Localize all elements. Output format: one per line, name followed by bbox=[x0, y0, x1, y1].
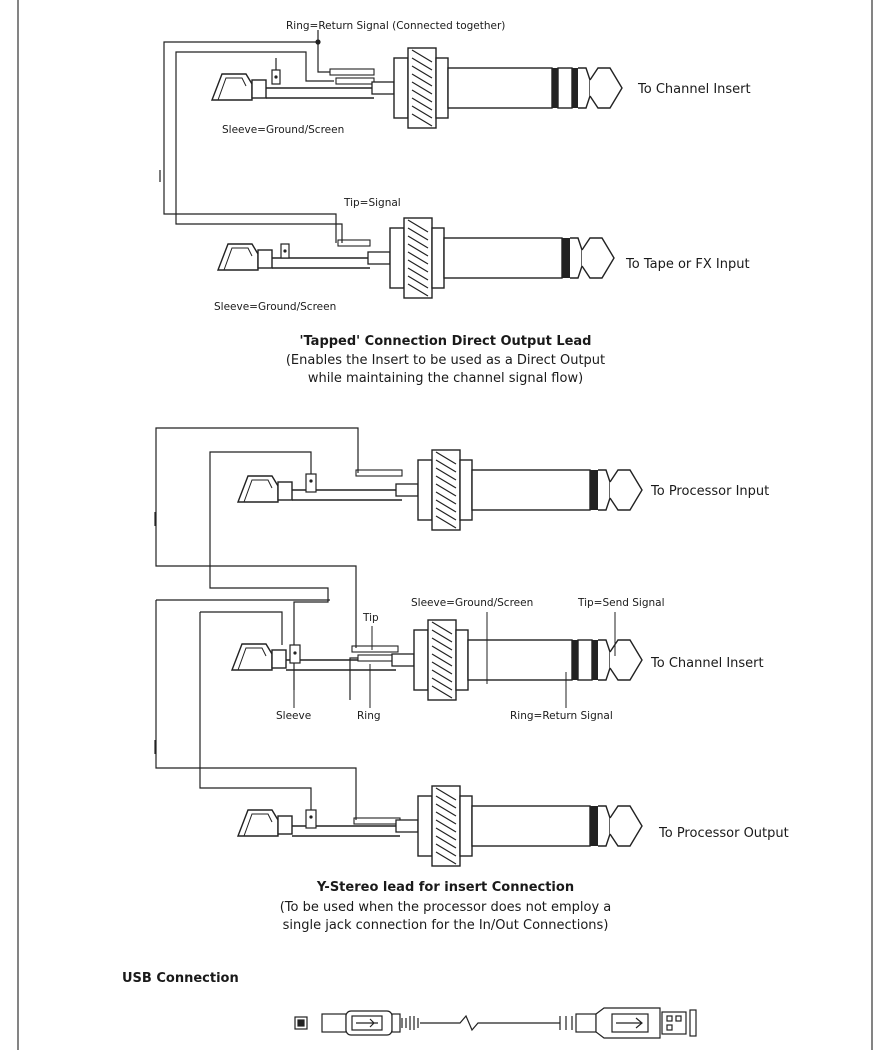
dest-channel-insert-2: To Channel Insert bbox=[651, 656, 764, 671]
usb-cable-illustration bbox=[294, 1007, 697, 1039]
diagram2-caption-line2: single jack connection for the In/Out Co… bbox=[282, 918, 609, 933]
ring-return-label: Ring=Return Signal (Connected together) bbox=[286, 20, 506, 32]
sleeve-ground-label-3: Sleeve=Ground/Screen bbox=[411, 597, 534, 609]
diagram1-caption-line2: while maintaining the channel signal flo… bbox=[307, 371, 584, 386]
diagram2-plug2 bbox=[231, 619, 643, 701]
tip-label: Tip bbox=[363, 612, 379, 624]
diagram2-leaders bbox=[293, 612, 616, 708]
tip-signal-label: Tip=Signal bbox=[344, 197, 401, 209]
ring-return-label-2: Ring=Return Signal bbox=[510, 710, 613, 722]
diagram1-caption-title: 'Tapped' Connection Direct Output Lead bbox=[299, 334, 592, 349]
tip-send-label: Tip=Send Signal bbox=[578, 597, 665, 609]
sleeve-ground-label-2: Sleeve=Ground/Screen bbox=[214, 301, 337, 313]
diagram1-plug2 bbox=[217, 217, 615, 299]
dest-channel-insert-1: To Channel Insert bbox=[638, 82, 751, 97]
diagram2-wires bbox=[154, 427, 359, 820]
diagram2-caption-line1: (To be used when the processor does not … bbox=[279, 900, 612, 915]
diagram2-caption-title: Y-Stereo lead for insert Connection bbox=[316, 880, 575, 895]
dest-processor-output: To Processor Output bbox=[659, 826, 789, 841]
sleeve-ground-label: Sleeve=Ground/Screen bbox=[222, 124, 345, 136]
dest-processor-input: To Processor Input bbox=[651, 484, 770, 499]
diagram1-caption-line1: (Enables the Insert to be used as a Dire… bbox=[285, 353, 606, 368]
usb-section-title: USB Connection bbox=[122, 971, 239, 986]
ring-label: Ring bbox=[357, 710, 381, 722]
sleeve-label: Sleeve bbox=[276, 710, 312, 722]
diagram2-plug1 bbox=[237, 449, 643, 531]
dest-tape-fx-input: To Tape or FX Input bbox=[626, 257, 750, 272]
diagram2-plug3 bbox=[237, 785, 643, 867]
diagram1-wires bbox=[159, 30, 343, 243]
diagram1-plug1 bbox=[211, 47, 623, 129]
